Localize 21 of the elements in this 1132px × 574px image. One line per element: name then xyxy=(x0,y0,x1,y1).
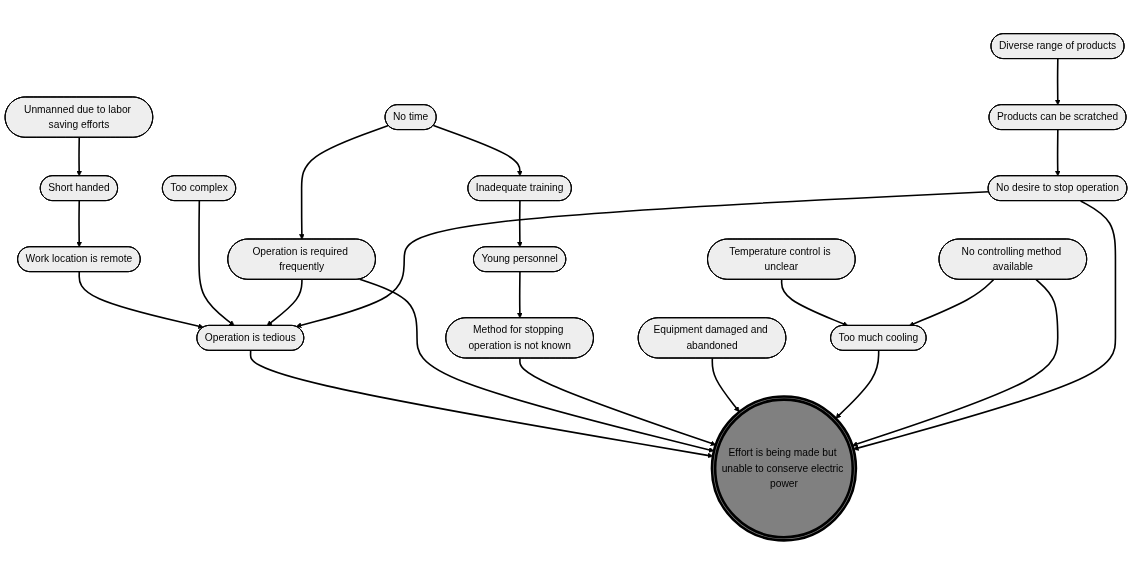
arrow xyxy=(835,349,880,419)
arrow xyxy=(76,136,82,177)
arrow xyxy=(517,200,523,248)
arrow xyxy=(1054,129,1061,177)
arrow xyxy=(266,278,303,326)
arrow xyxy=(908,278,995,327)
arrow xyxy=(78,271,204,329)
arrow xyxy=(780,278,849,327)
arrow xyxy=(711,357,740,413)
arrow xyxy=(852,278,1059,447)
arrow xyxy=(1054,58,1061,106)
arrow xyxy=(295,191,990,328)
arrow xyxy=(198,200,235,326)
arrow xyxy=(517,271,523,319)
arrow xyxy=(299,124,390,240)
arrow xyxy=(853,200,1117,451)
arrow xyxy=(519,357,717,446)
arrow xyxy=(358,278,715,453)
arrow xyxy=(432,124,523,177)
arrow xyxy=(76,200,82,248)
arrow xyxy=(249,349,714,459)
